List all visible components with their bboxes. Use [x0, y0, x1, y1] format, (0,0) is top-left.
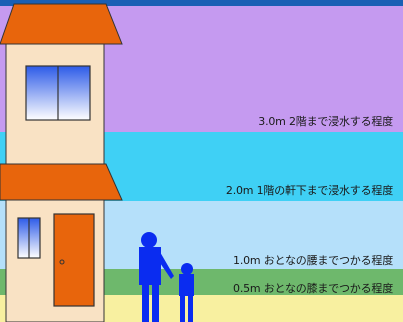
top-edge — [0, 0, 403, 6]
label-2m: 2.0m 1階の軒下まで浸水する程度 — [225, 184, 393, 197]
adult-icon — [134, 230, 174, 322]
house-icon — [0, 0, 130, 322]
label-05m: 0.5m おとなの膝までつかる程度 — [233, 282, 393, 295]
child-icon — [176, 262, 198, 322]
label-1m: 1.0m おとなの腰までつかる程度 — [233, 254, 393, 267]
label-3m: 3.0m 2階まで浸水する程度 — [258, 115, 393, 128]
